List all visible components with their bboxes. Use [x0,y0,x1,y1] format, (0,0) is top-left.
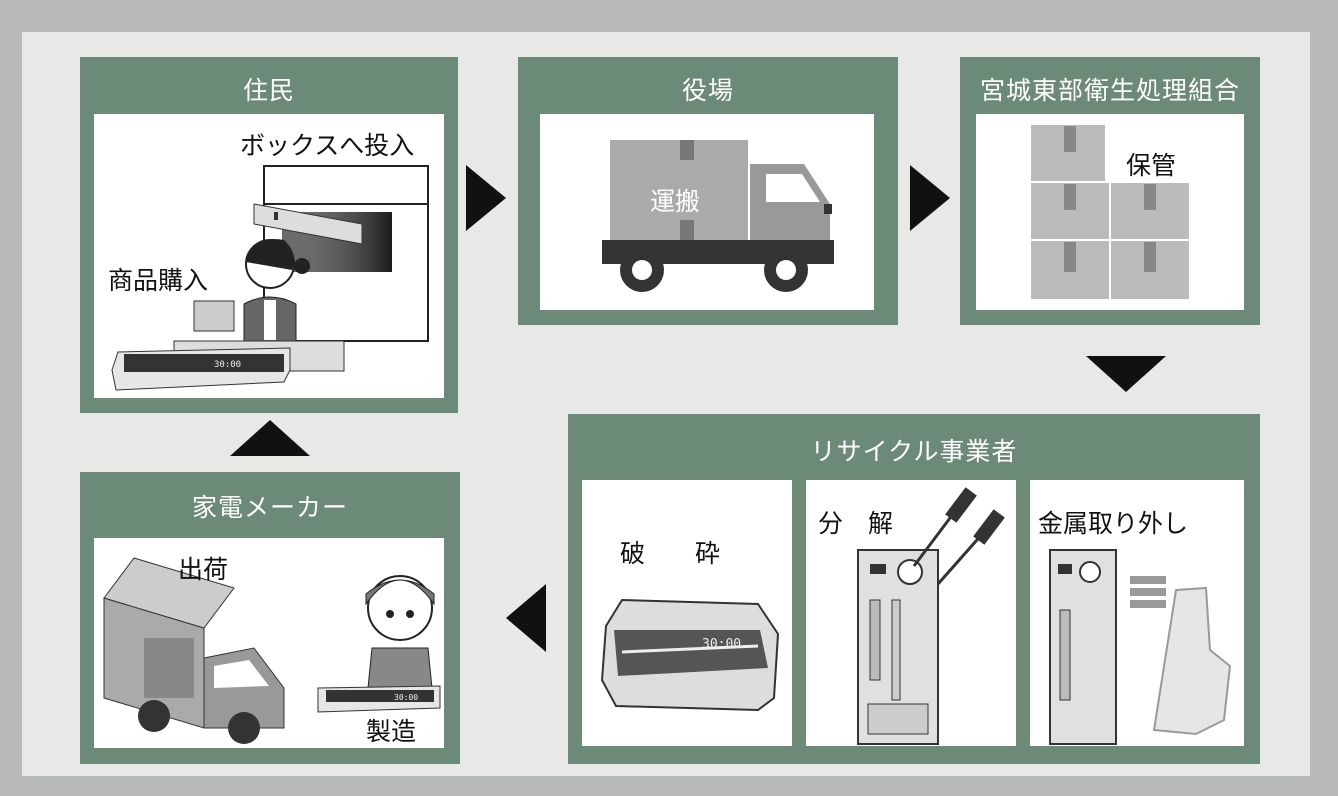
pc-tower-screwdriver-illustration [857,487,1005,745]
manufactured-device-display: 30:00 [394,693,418,702]
panel-manufacturer: 家電メーカー 30:00 出荷 製 [80,472,460,764]
crushed-device-display: 30:00 [702,637,741,652]
arrow-down [1086,356,1166,392]
disassemble-step: 分 解 [806,480,1016,746]
town-office-illustration: 運搬 [540,114,874,310]
arrow-up [230,420,310,456]
shop-scene-illustration: 30:00 [111,165,429,391]
panel-recycler: リサイクル事業者 30:00 破 砕 [568,414,1260,764]
label-transport: 運搬 [650,187,701,216]
label-manufacturing: 製造 [366,717,417,746]
arrow-right-2 [910,165,950,231]
panel-residents: 住民 [80,57,458,413]
label-storage: 保管 [1126,151,1177,180]
factory-scene-illustration: 30:00 [103,557,441,744]
arrow-right-1 [466,165,506,231]
label-shipping: 出荷 [178,555,229,584]
panel-title-residents: 住民 [242,76,295,105]
panel-sanitation-union: 宮城東部衛生処理組合 保管 [960,57,1260,325]
crushed-device-illustration: 30:00 [600,598,780,712]
label-box-deposit: ボックスへ投入 [240,131,415,160]
sanitation-illustration: 保管 [976,114,1244,310]
panel-title-manufacturer: 家電メーカー [191,493,348,522]
label-disassemble: 分 解 [818,509,894,538]
panel-title-town-office: 役場 [681,76,734,105]
panel-title-sanitation-union: 宮城東部衛生処理組合 [979,76,1240,105]
label-crush: 破 砕 [620,539,721,568]
truck-illustration [602,140,834,292]
crush-step: 30:00 破 砕 [582,480,792,746]
stacked-boxes-illustration [1029,123,1191,301]
arrow-left [506,584,546,652]
panel-title-recycler: リサイクル事業者 [810,437,1018,466]
label-metal-removal: 金属取り外し [1038,509,1189,538]
metal-removal-step: 金属取り外し [1030,480,1244,746]
panel-town-office: 役場 運搬 [518,57,898,325]
manufacturer-illustration: 30:00 出荷 製造 [94,538,444,748]
residents-illustration: 30:00 ボックスへ投入 商品購入 [94,114,444,398]
pc-tower-metal-parts-illustration [1049,549,1232,745]
label-purchase: 商品購入 [108,266,209,295]
device-display-text: 30:00 [214,360,241,370]
